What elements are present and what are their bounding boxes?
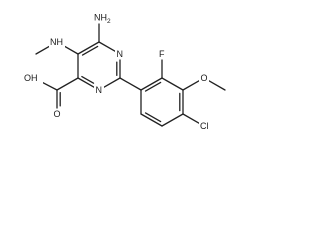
atom-nh_methyl-background <box>49 36 65 48</box>
atom-f: F <box>158 48 167 60</box>
atom-cl-label: Cl <box>200 121 209 131</box>
atom-n1: N <box>115 48 125 60</box>
bond-c5-c6 <box>77 41 100 55</box>
atom-nh_methyl-label: NH <box>50 37 63 47</box>
atom-n1-label: N <box>117 49 124 59</box>
bond-ar_c1-ar_c2 <box>140 77 163 91</box>
atom-n3-background <box>94 84 104 96</box>
bond-ar_c4-ar_c5 <box>161 113 184 127</box>
bond-n3-c4 <box>77 77 95 88</box>
bond-ar_c5-ar_c6 <box>140 113 163 127</box>
atom-nh2: NH2 <box>93 12 113 25</box>
atom-f-background <box>158 48 167 60</box>
atom-cooh_o_carbonyl-label: O <box>54 109 61 119</box>
atom-n1-background <box>115 48 125 60</box>
bond-c4-cooh_c <box>56 77 79 91</box>
bond-ar_c4-cl <box>182 113 200 124</box>
bond-ar_c3-o_methoxy <box>182 80 200 91</box>
atom-f-label: F <box>159 49 165 59</box>
atom-cooh_o_carbonyl: O <box>52 108 62 120</box>
atom-nh2-label: NH2 <box>94 13 111 25</box>
atom-cooh_oh-background <box>23 72 43 84</box>
atom-cooh_o_carbonyl-background <box>52 108 62 120</box>
atom-o_methoxy-label: O <box>201 73 208 83</box>
bond-ar_c2-ar_c3 <box>161 77 184 91</box>
bond-n3-c4-second-line <box>81 75 95 84</box>
atom-cooh_oh: OH <box>23 72 43 84</box>
atom-cooh_oh-label: OH <box>24 73 38 83</box>
atom-o_methoxy: O <box>199 72 209 84</box>
bond-ar_c5-ar_c6-second-line <box>144 112 162 123</box>
atom-n3-label: N <box>96 85 103 95</box>
bond-o_methoxy-methoxy_c <box>208 80 226 91</box>
atom-cl: Cl <box>199 120 213 132</box>
bond-c6-n1 <box>98 41 116 52</box>
atom-nh_methyl: NH <box>49 36 65 48</box>
bond-c5-c6-second-line <box>81 45 99 56</box>
atom-o_methoxy-background <box>199 72 209 84</box>
bond-ar_c1-ar_c2-second-line <box>144 81 162 92</box>
atom-nh2-background <box>93 12 113 24</box>
bond-c2-n3 <box>103 77 121 88</box>
bond-c2-ar_c1 <box>119 77 142 91</box>
atom-cl-background <box>199 120 213 132</box>
atom-n3: N <box>94 84 104 96</box>
